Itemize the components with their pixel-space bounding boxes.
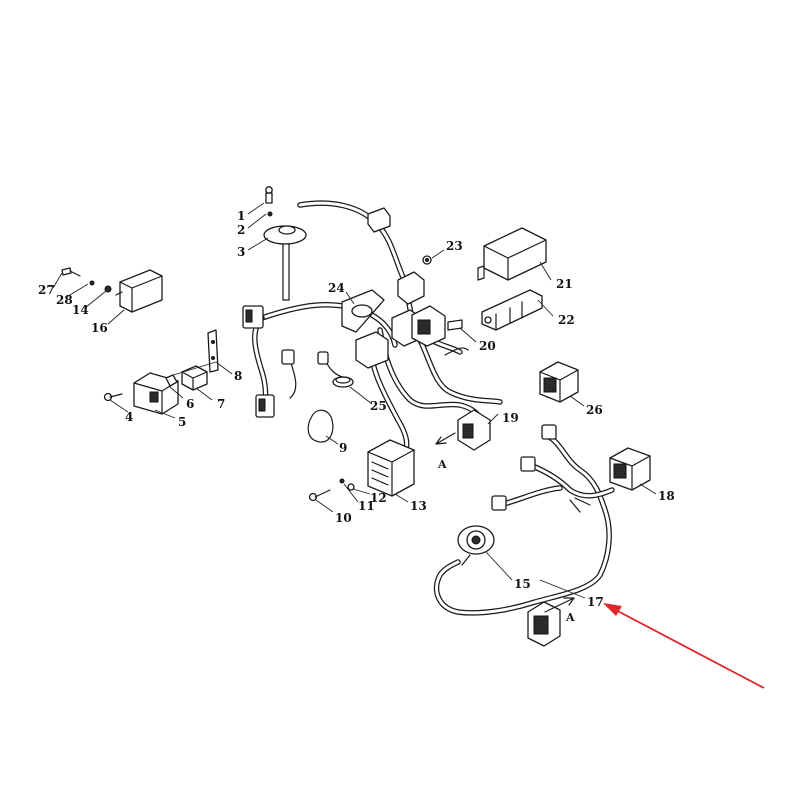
bracket-8 [207, 329, 219, 373]
callout-1: 1 [237, 209, 245, 223]
callout-3: 3 [237, 245, 245, 259]
relay-block-13 [367, 439, 415, 497]
callout-22: 22 [558, 313, 575, 327]
callout-27: 27 [38, 283, 55, 297]
connector-17-plug [527, 601, 561, 647]
view-marker-a-lower: A [544, 597, 575, 624]
callout-26: 26 [586, 403, 603, 417]
ecu-21 [477, 227, 547, 281]
callout-15: 15 [514, 577, 531, 591]
grommet-plate-24 [341, 289, 385, 333]
callout-2: 2 [237, 223, 245, 237]
callout-25: 25 [370, 399, 387, 413]
nut-11 [339, 478, 345, 484]
callout-20: 20 [479, 339, 496, 353]
callout-8: 8 [234, 369, 242, 383]
screw-23 [422, 255, 432, 265]
fuel-sender-assembly [263, 186, 307, 301]
callout-23: 23 [446, 239, 463, 253]
callout-12: 12 [370, 491, 387, 505]
callout-21: 21 [556, 277, 573, 291]
callout-18: 18 [658, 489, 675, 503]
switch-18 [609, 447, 651, 491]
connector-sensor [281, 349, 329, 365]
callout-14: 14 [72, 303, 89, 317]
svg-text:A: A [437, 458, 447, 471]
callout-17: 17 [587, 595, 604, 609]
connectors-lower [491, 424, 557, 511]
callout-11: 11 [358, 499, 375, 513]
ignition-switch-15 [457, 525, 495, 566]
callout-9: 9 [339, 441, 347, 455]
band-9 [307, 409, 334, 443]
connector-19 [457, 409, 491, 451]
svg-text:A: A [565, 611, 575, 624]
bracket-22 [481, 289, 543, 331]
callout-24: 24 [328, 281, 345, 295]
callout-6: 6 [186, 397, 194, 411]
callout-13: 13 [410, 499, 427, 513]
washer-12 [347, 483, 355, 491]
leader-lines [52, 202, 657, 599]
callout-19: 19 [502, 411, 519, 425]
screw-10 [308, 489, 331, 502]
callout-16: 16 [91, 321, 108, 335]
callout-28: 28 [56, 293, 73, 307]
callout-10: 10 [335, 511, 352, 525]
screw-4 [103, 392, 123, 402]
highlight-arrow [603, 603, 765, 689]
callout-4: 4 [125, 410, 133, 424]
nut-14 [104, 285, 112, 293]
relay-5 [133, 372, 179, 415]
washer-28 [89, 280, 95, 286]
callout-5: 5 [178, 415, 186, 429]
view-marker-a-upper: A [435, 432, 456, 471]
switch-26 [539, 361, 579, 403]
connector-cluster [355, 207, 463, 369]
screw-27 [61, 267, 81, 277]
connector-bottom-left [255, 394, 275, 418]
callouts: 1 2 3 4 5 6 7 8 9 10 11 12 13 14 15 16 1… [38, 209, 675, 609]
clamp-25 [332, 376, 354, 388]
callout-7: 7 [217, 397, 225, 411]
connector-left [242, 305, 264, 329]
relay-7 [181, 365, 208, 391]
relay-16 [115, 269, 163, 313]
